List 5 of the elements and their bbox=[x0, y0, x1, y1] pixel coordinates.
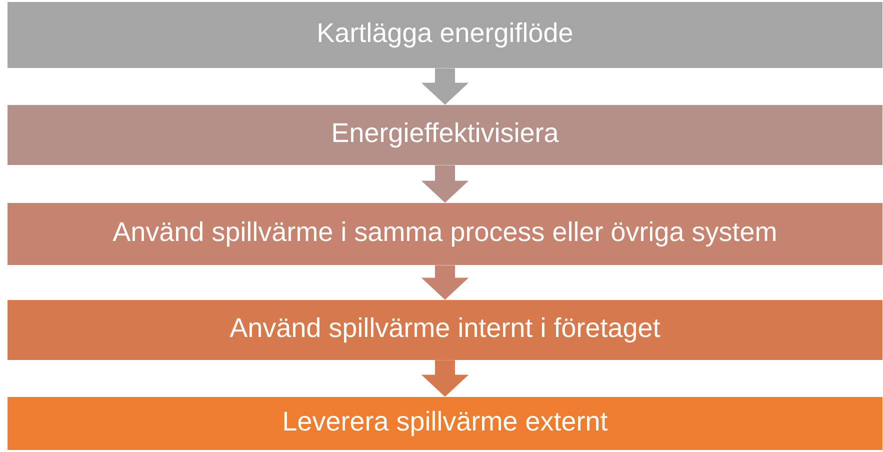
process-box: Leverera spillvärme externt bbox=[8, 396, 882, 450]
process-box: Använd spillvärme i samma process eller övriga system bbox=[8, 203, 882, 265]
process-box: Energieffektivisiera bbox=[8, 105, 882, 165]
process-box: Kartlägga energiflöde bbox=[8, 2, 882, 68]
process-box: Använd spillvärme internt i företaget bbox=[8, 300, 882, 360]
